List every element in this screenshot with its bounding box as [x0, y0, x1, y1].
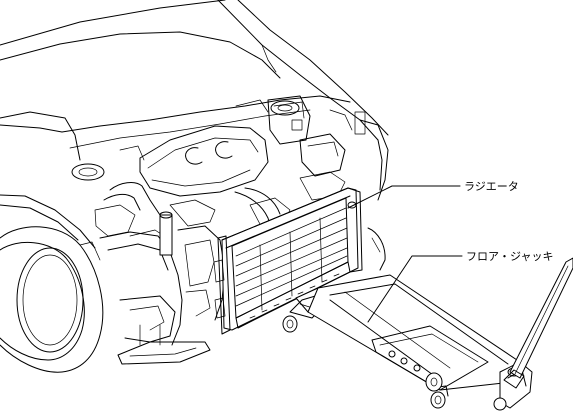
- right-fender: [354, 111, 389, 271]
- floor-jack: [282, 257, 573, 411]
- hood: [0, 0, 389, 141]
- floor-jack-leader-line: [367, 255, 463, 323]
- floor-jack-callout: フロア・ジャッキ: [367, 250, 553, 323]
- left-front-structure: [99, 211, 226, 365]
- floor-jack-label: フロア・ジャッキ: [466, 250, 553, 263]
- radiator: [213, 187, 363, 335]
- left-fender: [0, 111, 96, 249]
- radiator-label: ラジエータ: [464, 180, 519, 193]
- radiator-callout: ラジエータ: [347, 180, 519, 209]
- radiator-leader-line: [347, 185, 461, 209]
- front-tire: [0, 226, 104, 373]
